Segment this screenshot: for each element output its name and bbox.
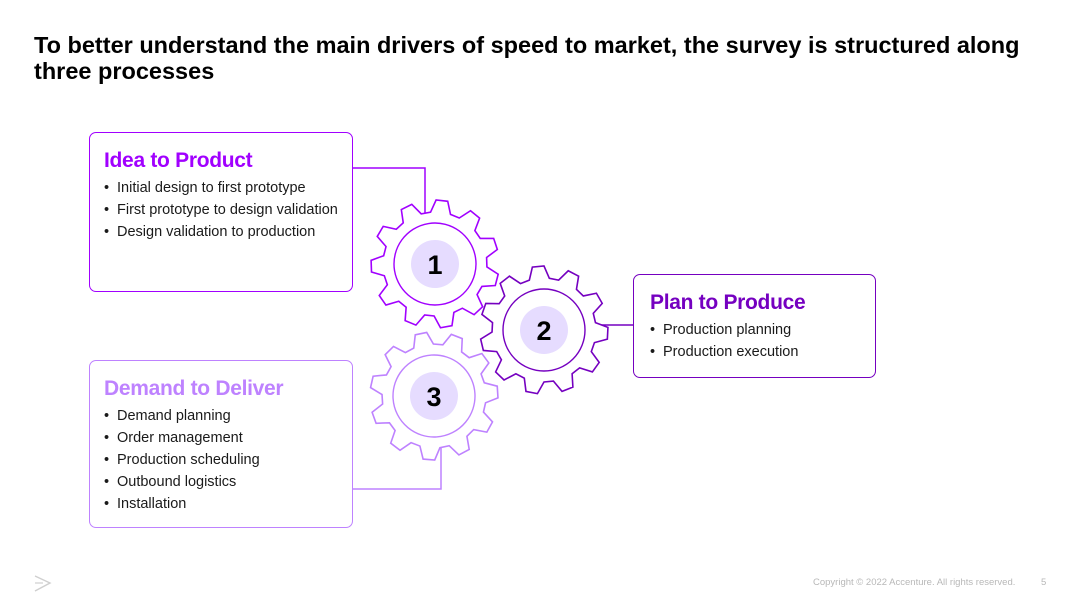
plan-to-produce-heading: Plan to Produce <box>650 291 806 314</box>
gear-1-ring <box>393 222 477 306</box>
list-item: Production scheduling <box>104 451 338 469</box>
page-title: To better understand the main drivers of… <box>34 32 1020 84</box>
connector-demand <box>353 445 442 490</box>
demand-to-deliver-heading: Demand to Deliver <box>104 377 284 400</box>
gear-1: 1 <box>370 199 500 329</box>
connector-idea <box>353 167 426 222</box>
demand-to-deliver-list: Demand planning Order management Product… <box>104 407 338 513</box>
copyright-text: Copyright © 2022 Accenture. All rights r… <box>813 577 1016 588</box>
accenture-logo-icon <box>34 575 52 592</box>
plan-to-produce-box: Plan to Produce Production planning Prod… <box>633 274 876 378</box>
demand-to-deliver-box: Demand to Deliver Demand planning Order … <box>89 360 353 528</box>
gear-1-hub <box>411 240 459 288</box>
gear-2-hub <box>520 306 568 354</box>
list-item: Production execution <box>650 343 859 361</box>
list-item: Initial design to first prototype <box>104 179 338 197</box>
idea-to-product-heading: Idea to Product <box>104 149 253 172</box>
plan-to-produce-list: Production planning Production execution <box>650 321 859 361</box>
gear-3-hub <box>410 372 458 420</box>
gear-2-ring <box>502 288 586 372</box>
list-item: Installation <box>104 495 338 513</box>
gear-3: 3 <box>369 331 499 461</box>
gear-2-label: 2 <box>536 316 551 346</box>
list-item: Design validation to production <box>104 223 338 241</box>
list-item: Order management <box>104 429 338 447</box>
gear-2: 2 <box>479 265 609 395</box>
list-item: Demand planning <box>104 407 338 425</box>
page-number: 5 <box>1041 577 1047 588</box>
idea-to-product-box: Idea to Product Initial design to first … <box>89 132 353 292</box>
gear-3-label: 3 <box>426 382 441 412</box>
list-item: Outbound logistics <box>104 473 338 491</box>
gear-1-label: 1 <box>427 250 442 280</box>
gear-3-ring <box>392 354 476 438</box>
list-item: Production planning <box>650 321 859 339</box>
list-item: First prototype to design validation <box>104 201 338 219</box>
idea-to-product-list: Initial design to first prototype First … <box>104 179 338 241</box>
